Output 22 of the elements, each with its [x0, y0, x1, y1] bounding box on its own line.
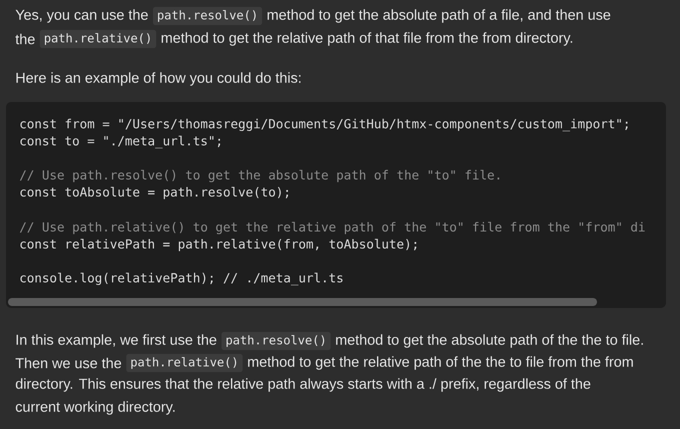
inline-code: path.resolve(): [152, 6, 262, 26]
paragraph-text: the: [15, 34, 35, 44]
code-line: console.log(relativePath); // ./meta_url.ts: [20, 272, 342, 286]
paragraph-text: method to get the relative path of the the to file from the from: [248, 356, 633, 370]
code-line: const relativePath = path.relative(from, toAbsolute);: [20, 238, 416, 252]
paragraph-text: Yes, you can use the: [16, 9, 148, 23]
paragraph-text: Then we use the: [16, 358, 122, 368]
paragraph-text: method to get the absolute path of a file, and then use: [268, 9, 610, 23]
paragraph-text: In this example, we first use the: [16, 334, 216, 348]
inline-code: path.relative(): [40, 30, 156, 48]
code-line: const toAbsolute = path.resolve(to);: [20, 186, 288, 200]
code-line: const to = "./meta_url.ts";: [20, 136, 220, 148]
code-line: const from = "/Users/thomasreggi/Documents/GitHub/htmx-components/custom_import";: [20, 118, 628, 132]
paragraph-text: method to get the absolute path of the the to file.: [336, 334, 643, 348]
inline-code: path.resolve(): [222, 332, 331, 350]
paragraph-text: directory. This ensures that the relative path always starts with a ./ prefix, regardless of the: [16, 378, 590, 392]
inline-code: path.relative(): [126, 354, 243, 372]
paragraph-text: current working directory.: [16, 401, 175, 415]
code-comment: // Use path.resolve() to get the absolute path of the "to" file.: [20, 170, 500, 182]
code-comment: // Use path.relative() to get the relative path of the "to" file from the "from" di: [20, 222, 645, 234]
paragraph-text: Here is an example of how you could do this:: [16, 72, 300, 86]
paragraph-text: method to get the relative path of that file from the from directory.: [162, 32, 572, 46]
